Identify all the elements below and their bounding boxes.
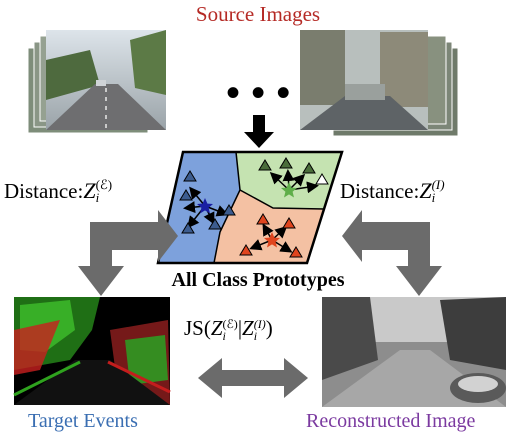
distance-sub: i — [431, 190, 436, 206]
js-var1: Z — [210, 316, 223, 340]
js-sub1: i — [222, 329, 226, 344]
prototype-space — [156, 150, 344, 265]
distance-sup: (ℰ) — [95, 177, 113, 193]
distance-prefix: Distance: — [340, 179, 420, 203]
prototypes-label: All Class Prototypes — [171, 269, 345, 291]
distance-var: Z — [83, 178, 96, 203]
distance-event-label: Distance:Z(ℰ)i — [4, 178, 112, 206]
reconstructed-image — [322, 297, 506, 407]
target-events-image — [13, 297, 171, 405]
source-image-stack-left — [27, 30, 166, 134]
left-bent-arrow — [78, 210, 178, 296]
js-suffix: ) — [265, 316, 273, 340]
orange-star — [264, 232, 280, 248]
js-divergence-label: JS(Z(ℰ)i|Z(I)i) — [184, 316, 273, 342]
distance-sup: (I) — [431, 177, 445, 193]
green-star — [281, 182, 297, 198]
js-sup1: (ℰ) — [222, 317, 238, 332]
distance-sub: i — [95, 190, 100, 206]
blue-star — [197, 198, 213, 214]
reconstructed-image-label: Reconstructed Image — [306, 410, 476, 432]
js-prefix: JS( — [184, 316, 211, 340]
right-bent-arrow — [342, 210, 442, 296]
distance-prefix: Distance: — [4, 179, 84, 203]
js-sep: | — [237, 316, 243, 340]
down-arrow — [244, 115, 274, 148]
source-image-left — [46, 30, 166, 130]
js-sup2: (I) — [253, 317, 266, 332]
double-arrow — [198, 358, 308, 398]
distance-var: Z — [419, 178, 432, 203]
js-sub2: i — [253, 329, 258, 344]
source-image-right — [300, 30, 428, 130]
target-events-label: Target Events — [28, 410, 138, 432]
ellipsis: • • • — [226, 71, 290, 115]
distance-image-label: Distance:Z(I)i — [340, 178, 445, 206]
source-images-title: Source Images — [195, 2, 321, 26]
js-var2: Z — [242, 316, 254, 340]
source-image-stack-right — [300, 30, 459, 137]
region-blue — [158, 152, 240, 263]
